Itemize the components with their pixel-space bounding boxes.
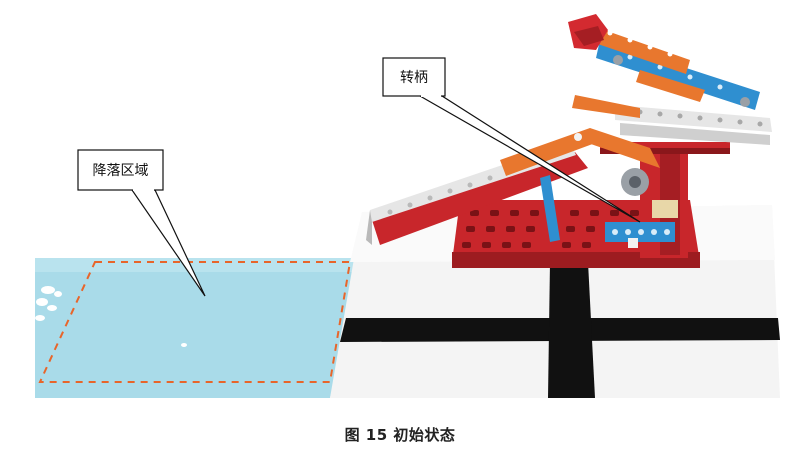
robot-blue-beams	[540, 175, 675, 242]
landing-zone-dots	[35, 286, 187, 347]
landing-zone-dashed-border	[38, 261, 352, 383]
landing-zone	[35, 258, 362, 398]
diagram-scene: 降落区域 转柄	[35, 14, 780, 398]
callout-landing-zone: 降落区域	[77, 149, 206, 297]
robot-upper-arms	[568, 14, 772, 168]
robot-handle-mechanism	[621, 168, 678, 248]
robot-ramp	[366, 128, 598, 245]
callout-landing-zone-text: 降落区域	[93, 163, 149, 179]
callout-handle-text: 转柄	[400, 70, 428, 86]
figure-caption: 图 15 初始状态	[344, 426, 456, 444]
black-line-vertical	[548, 262, 595, 398]
robot-base	[452, 142, 730, 268]
callout-handle: 转柄	[382, 57, 641, 223]
